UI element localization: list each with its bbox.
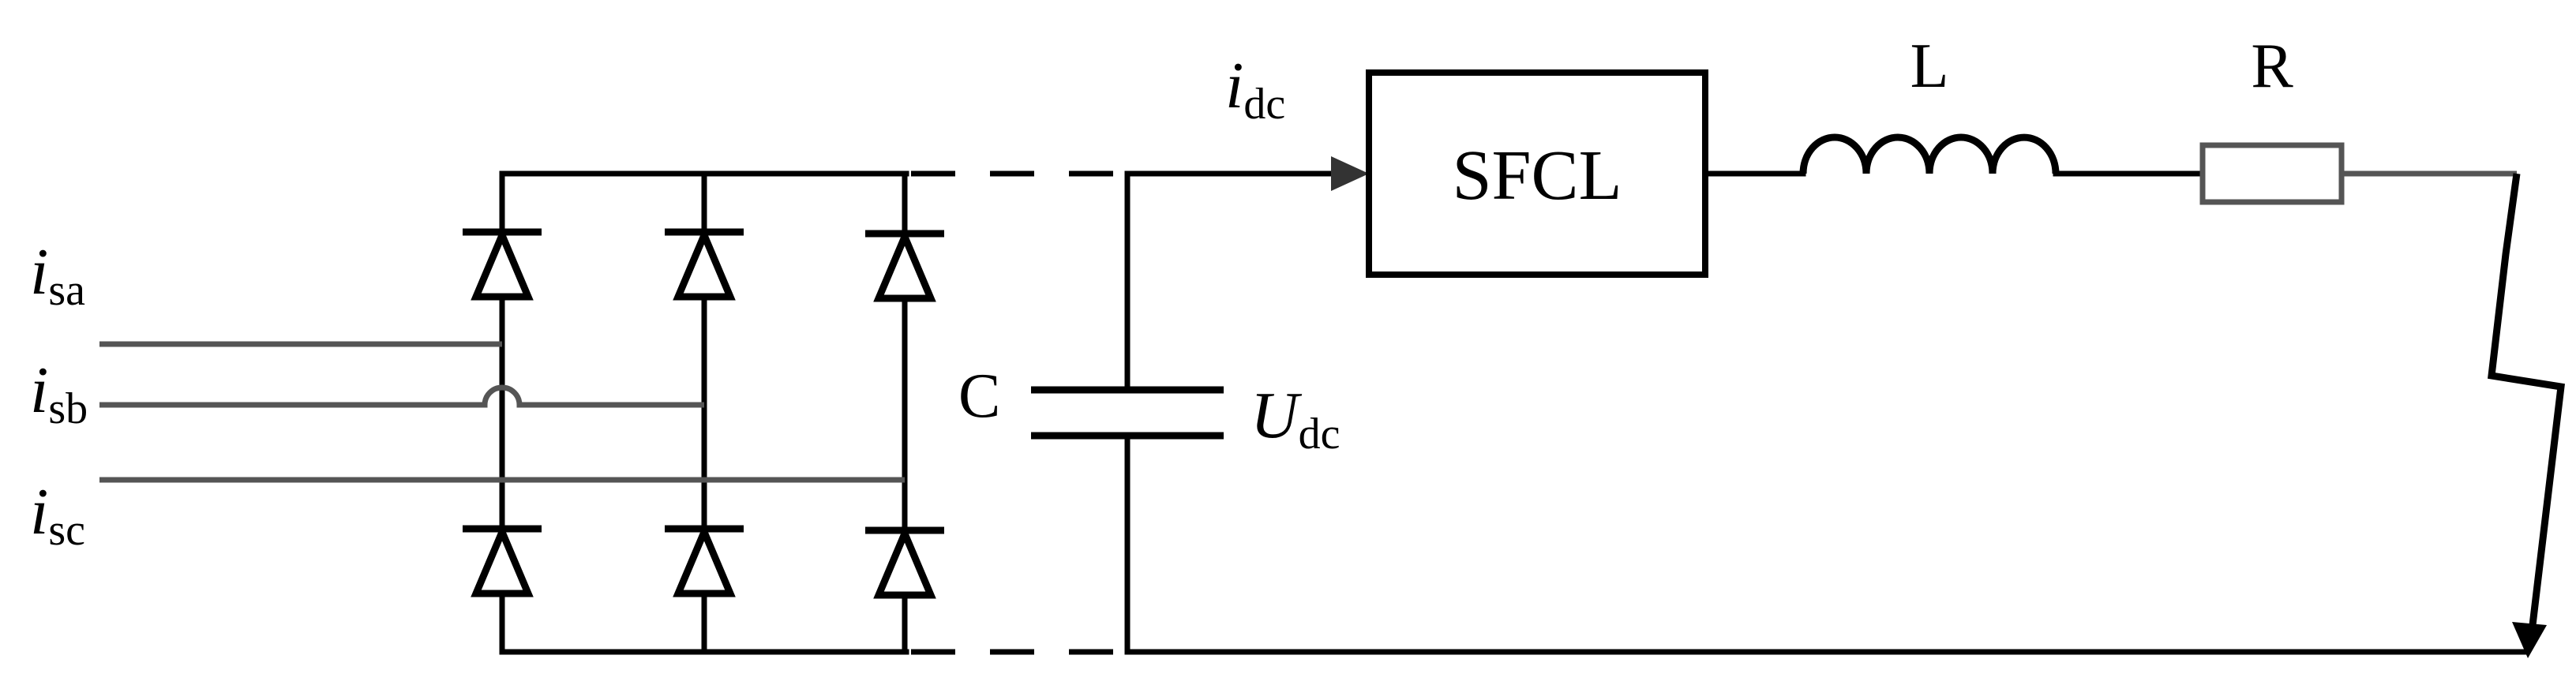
label-capacitor: C <box>958 361 1000 431</box>
current-arrow-icon <box>1331 156 1369 191</box>
diode-lower-a <box>463 529 542 594</box>
label-isa: isa <box>30 235 85 315</box>
label-isb: isb <box>30 354 88 433</box>
fault-arrow-icon <box>2512 622 2547 658</box>
fault-path <box>2488 173 2565 626</box>
diode-upper-a <box>463 232 542 297</box>
label-isc: isc <box>30 475 85 555</box>
phase-b-line <box>99 384 704 408</box>
diode-lower-b <box>665 529 744 594</box>
diode-upper-c <box>865 234 944 298</box>
label-udc: Udc <box>1251 379 1340 459</box>
label-sfcl: SFCL <box>1452 137 1622 215</box>
label-idc: idc <box>1225 49 1285 129</box>
sfcl-block <box>1366 69 1708 278</box>
diode-lower-c <box>865 530 944 595</box>
resistor-body <box>2199 142 2345 205</box>
diode-upper-b <box>665 232 744 297</box>
inductor-coil <box>1799 133 2060 174</box>
label-inductor: L <box>1910 32 1949 101</box>
label-resistor: R <box>2251 32 2293 101</box>
